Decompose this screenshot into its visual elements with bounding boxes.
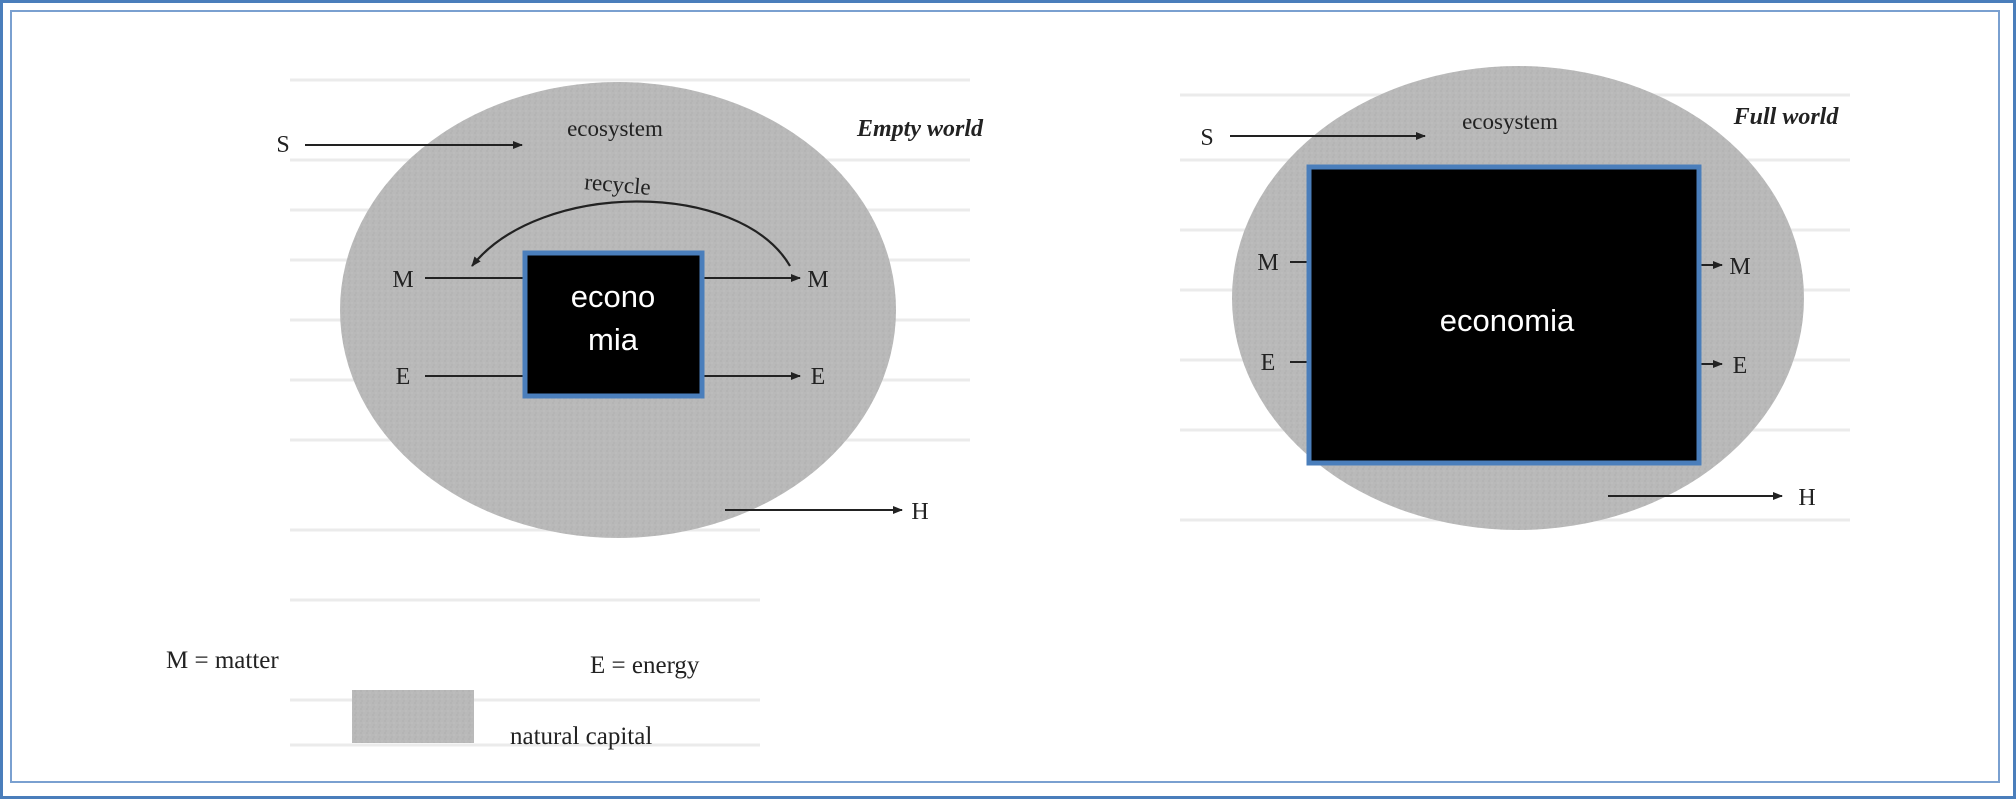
full-world-label-m-in: M xyxy=(1257,250,1278,276)
full-world-economy-label: economia xyxy=(1440,303,1575,338)
empty-world-diagram: ecosystem Empty world S recycle M M E E … xyxy=(276,82,984,538)
legend-natural-capital-swatch xyxy=(352,690,474,743)
full-world-label-s: S xyxy=(1200,125,1213,151)
empty-world-ecosystem-label: ecosystem xyxy=(567,116,663,141)
full-world-title: Full world xyxy=(1733,104,1840,130)
legend-matter: M = matter xyxy=(166,647,279,674)
empty-world-recycle-arrow xyxy=(471,200,791,267)
full-world-label-h: H xyxy=(1798,485,1815,511)
full-world-economy-box xyxy=(1306,164,1702,466)
full-world-diagram: ecosystem Full world S M E M E economia … xyxy=(1200,66,1839,530)
empty-world-label-e-in: E xyxy=(396,364,411,390)
legend-natural-capital: natural capital xyxy=(510,723,652,750)
empty-world-label-e-out: E xyxy=(811,364,826,390)
full-world-label-e-out: E xyxy=(1733,353,1748,379)
empty-world-economy-label-line2: mia xyxy=(588,322,639,357)
empty-world-label-h: H xyxy=(911,499,928,525)
empty-world-title: Empty world xyxy=(856,116,984,142)
full-world-label-m-out: M xyxy=(1729,254,1750,280)
legend: M = matter E = energy natural capital xyxy=(166,647,700,750)
empty-world-label-m-out: M xyxy=(807,267,828,293)
slide-inner-frame xyxy=(10,10,2000,783)
empty-world-label-m-in: M xyxy=(392,267,413,293)
empty-world-label-s: S xyxy=(276,132,289,158)
empty-world-recycle-label: recycle xyxy=(583,169,651,200)
empty-world-economy-label-line1: econo xyxy=(571,279,655,314)
legend-energy: E = energy xyxy=(590,652,700,679)
full-world-label-e-in: E xyxy=(1261,350,1276,376)
empty-world-economy-box xyxy=(522,250,705,399)
full-world-ecosystem-label: ecosystem xyxy=(1462,109,1558,134)
